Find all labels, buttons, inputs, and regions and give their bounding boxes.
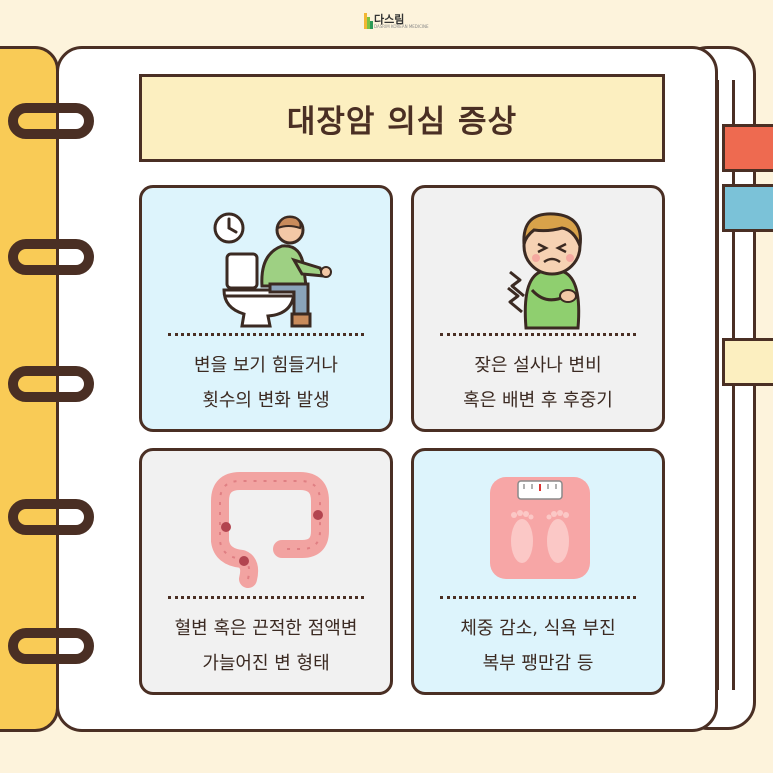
toilet-struggle-icon [213,212,332,328]
symptom-text: 혈변 혹은 끈적한 점액변 [174,618,358,639]
symptom-text: 잦은 설사나 변비 [474,355,602,376]
stomach-pain-icon [507,212,582,330]
symptom-text: 복부 팽만감 등 [482,653,594,674]
symptom-text: 체중 감소, 식욕 부진 [460,618,616,639]
index-tab-blue [722,184,773,232]
symptom-card: 변을 보기 힘들거나 횟수의 변화 발생 [139,185,393,432]
dotted-divider [168,596,364,599]
symptom-text: 변을 보기 힘들거나 [194,355,338,376]
binder-ring [8,366,94,402]
colon-icon [211,472,329,588]
binder-ring [8,628,94,664]
dotted-divider [440,596,636,599]
binder-ring [8,499,94,535]
brand-name: 다스림 [374,13,405,26]
index-tab-yellow [722,338,773,386]
index-tab-red [722,124,773,172]
title-banner: 대장암 의심 증상 [139,74,665,162]
brand-tagline: DASRIM KOREAN MEDICINE [374,24,429,29]
symptom-card: 잦은 설사나 변비 혹은 배변 후 후중기 [411,185,665,432]
binder-ring [8,103,94,139]
symptom-text: 가늘어진 변 형태 [202,653,330,674]
symptom-card: 혈변 혹은 끈적한 점액변 가늘어진 변 형태 [139,448,393,695]
symptom-text: 혹은 배변 후 후중기 [463,390,613,411]
binder-ring [8,239,94,275]
symptom-text: 횟수의 변화 발생 [202,390,330,411]
dotted-divider [440,333,636,336]
weight-scale-icon [490,477,590,579]
dotted-divider [168,333,364,336]
logo-mark-icon [364,13,373,29]
brand-logo: 다스림 DASRIM KOREAN MEDICINE [364,10,429,32]
page-title: 대장암 의심 증상 [286,103,518,140]
symptom-card: 체중 감소, 식욕 부진 복부 팽만감 등 [411,448,665,695]
